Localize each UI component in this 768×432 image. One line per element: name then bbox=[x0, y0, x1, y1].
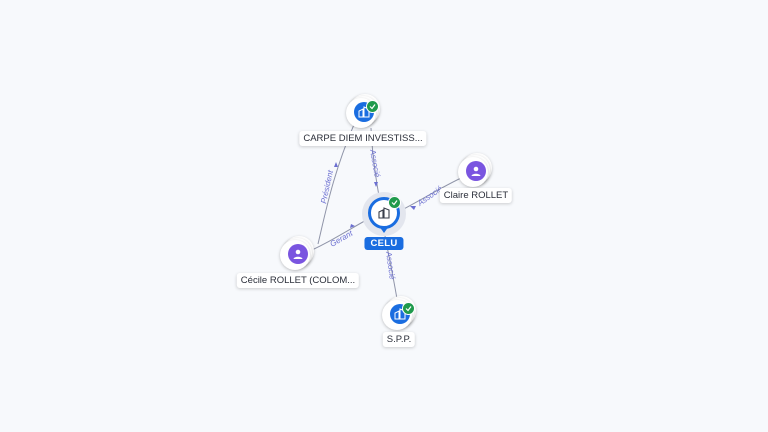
person-icon bbox=[466, 161, 486, 181]
node-label-cecile-rollet[interactable]: Cécile ROLLET (COLOM... bbox=[236, 273, 360, 288]
edge-arrow bbox=[374, 182, 378, 187]
edge-label-carpe-celu: Associé bbox=[368, 148, 382, 179]
check-icon bbox=[366, 100, 379, 113]
node-claire-rollet[interactable] bbox=[458, 153, 492, 187]
node-cecile-rollet[interactable] bbox=[280, 236, 314, 270]
check-icon bbox=[402, 302, 415, 315]
node-label-carpe-diem[interactable]: CARPE DIEM INVESTISS... bbox=[299, 131, 427, 146]
node-carpe-diem[interactable] bbox=[346, 94, 380, 128]
edge-arrow bbox=[350, 224, 355, 228]
node-celu-center[interactable] bbox=[362, 192, 406, 236]
node-label-spp[interactable]: S.P.P. bbox=[382, 332, 416, 347]
node-spp[interactable] bbox=[382, 296, 416, 330]
edge-arrow bbox=[334, 162, 338, 167]
edge-label-celu-spp: Associé bbox=[384, 250, 397, 281]
node-label-claire-rollet[interactable]: Claire ROLLET bbox=[439, 188, 513, 203]
edge-label-cecile-celu: Gerant bbox=[329, 228, 355, 248]
check-icon bbox=[388, 196, 401, 209]
edge-label-cecile-carpe: Président bbox=[319, 169, 335, 205]
edge-arrow bbox=[410, 206, 416, 210]
node-label-celu[interactable]: CELU bbox=[364, 237, 404, 250]
person-icon bbox=[288, 244, 308, 264]
